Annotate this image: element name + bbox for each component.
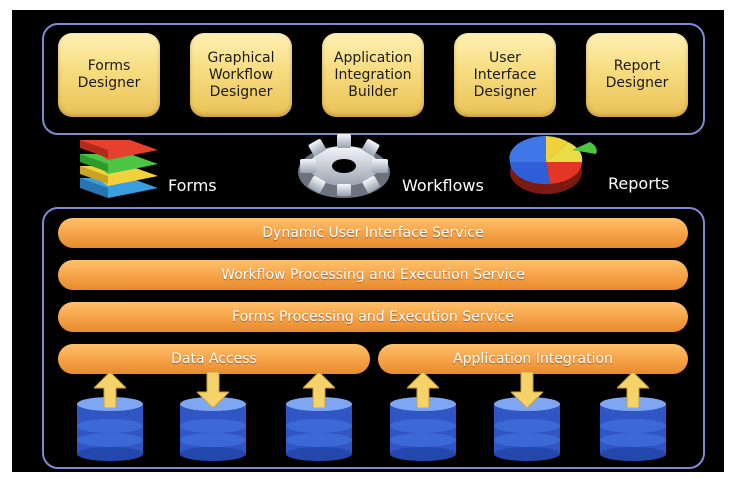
forms-label: Forms: [168, 176, 217, 195]
database-icon: [180, 397, 246, 461]
database-icon: [600, 397, 666, 461]
workflows-gear-icon: [298, 134, 390, 198]
arrow-up-icon: [407, 372, 439, 408]
application-integration-builder-box: Application Integration Builder: [322, 33, 424, 117]
database-icon: [494, 397, 560, 461]
arrow-up-icon: [617, 372, 649, 408]
arrow-down-icon: [511, 372, 543, 408]
dynamic-ui-service-bar: Dynamic User Interface Service: [58, 218, 688, 248]
workflow-processing-service-bar: Workflow Processing and Execution Servic…: [58, 260, 688, 290]
reports-pie-icon: [509, 135, 597, 194]
database-icon: [286, 397, 352, 461]
forms-processing-service-bar: Forms Processing and Execution Service: [58, 302, 688, 332]
application-integration-bar: Application Integration: [378, 344, 688, 374]
forms-designer-box: Forms Designer: [58, 33, 160, 117]
user-interface-designer-box: User Interface Designer: [454, 33, 556, 117]
reports-label: Reports: [608, 174, 670, 193]
services-panel: [42, 207, 705, 469]
arrow-up-icon: [94, 372, 126, 408]
arrow-up-icon: [303, 372, 335, 408]
workflows-label: Workflows: [402, 176, 484, 195]
data-access-bar: Data Access: [58, 344, 370, 374]
graphical-workflow-designer-box: Graphical Workflow Designer: [190, 33, 292, 117]
report-designer-box: Report Designer: [586, 33, 688, 117]
arrow-down-icon: [197, 372, 229, 408]
designers-panel: [42, 23, 705, 135]
architecture-slide: Forms Designer Graphical Workflow Design…: [12, 10, 724, 472]
forms-layers-icon: [80, 140, 158, 198]
